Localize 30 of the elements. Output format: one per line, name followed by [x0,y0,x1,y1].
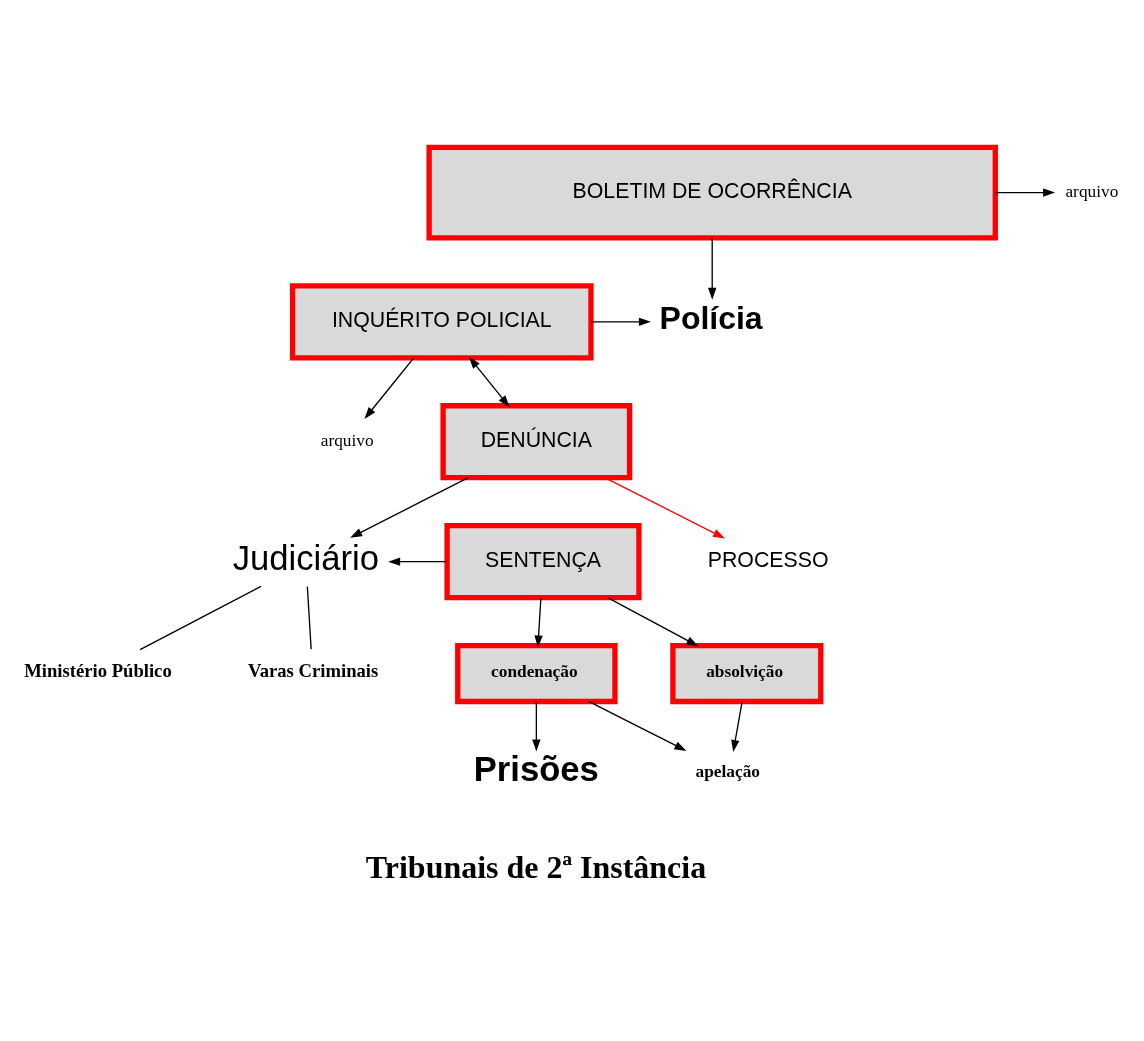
connector [306,585,312,650]
arrow [534,596,543,647]
node-box: condenação [455,642,618,704]
node-text: Polícia [659,299,763,336]
node-text: Prisões [473,749,599,788]
arrow [364,357,415,419]
arrow [588,700,687,751]
node-box: absolvição [670,642,824,704]
node-text: Varas Criminais [247,659,379,681]
arrow [994,187,1056,197]
arrow [731,700,743,752]
arrow [350,476,469,538]
node-box: SENTENÇA [444,522,642,600]
arrow [388,556,448,566]
node-text: arquivo [320,430,374,450]
arrow [590,317,651,326]
arrow [468,356,510,407]
arrow [532,700,541,751]
label: Tribunais de 2ª Instância [365,849,707,885]
node-text: arquivo [1065,181,1119,201]
arrow [708,237,717,300]
node-box: BOLETIM DE OCORRÊNCIA [426,144,998,241]
arrow [607,596,699,646]
node-box: DENÚNCIA [440,402,633,480]
node-text: Ministério Público [24,659,172,681]
node-text: apelação [695,761,760,781]
node-text: PROCESSO [707,547,829,572]
node-text: Judiciário [232,538,380,577]
node-box: INQUÉRITO POLICIAL [289,282,594,360]
connector [139,585,262,650]
